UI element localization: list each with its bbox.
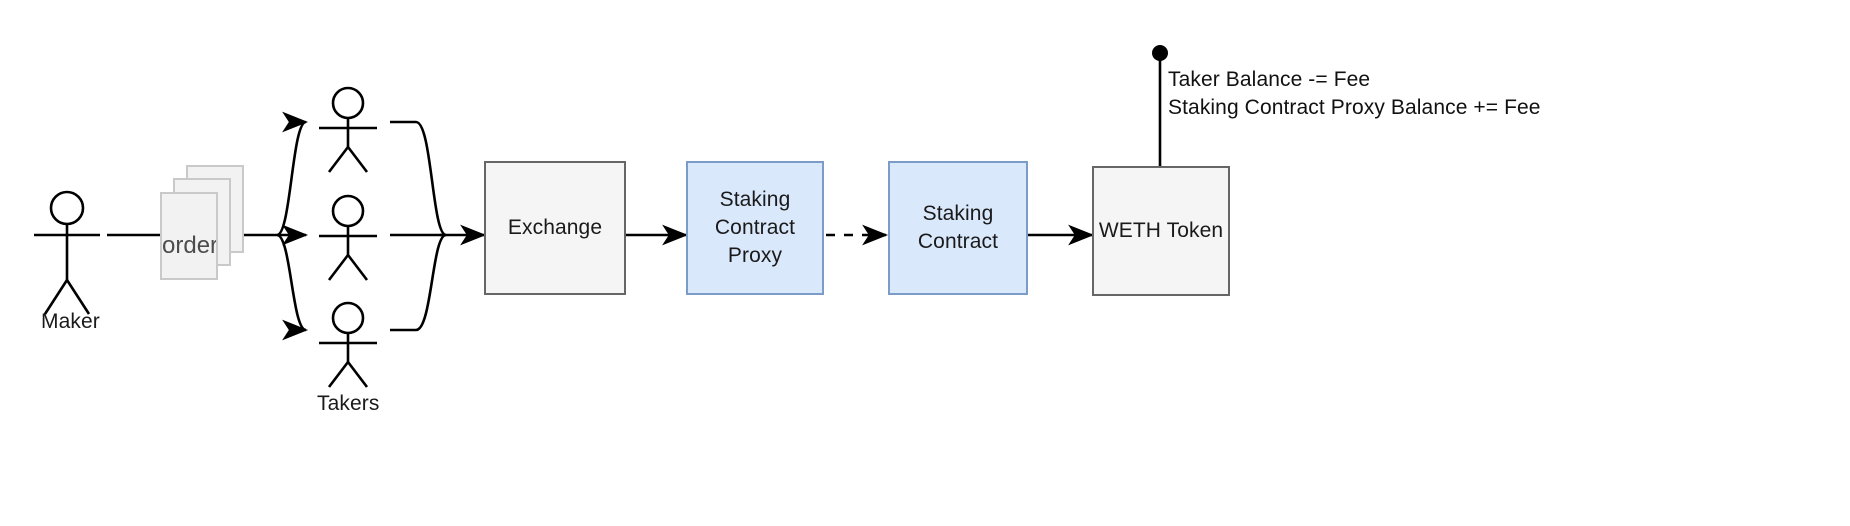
taker-top-actor[interactable] [315,85,381,177]
takers-label: Takers [317,392,380,415]
annotation-endpoint-dot-icon [1152,45,1168,61]
order-card-front: order [160,192,218,280]
edge-orders-to-taker-top [276,111,309,237]
taker-bottom-actor[interactable] [315,300,381,392]
node-weth-token-label: WETH Token [1098,219,1224,243]
node-staking-contract[interactable]: Staking Contract [888,161,1028,295]
edge-taker-bottom-to-exchange [390,233,447,332]
fee-annotation-text: Taker Balance -= Fee Staking Contract Pr… [1168,68,1541,120]
order-stack[interactable] [158,163,248,283]
order-card-front-label: order [162,232,218,259]
taker-middle-actor[interactable] [315,193,381,285]
maker-actor[interactable] [30,188,110,320]
edge-orders-to-taker-bottom [276,233,309,341]
node-staking-contract-proxy-label: Staking Contract Proxy [714,188,796,267]
node-staking-contract-label: Staking Contract [917,202,999,253]
node-weth-token[interactable]: WETH Token [1092,166,1230,296]
edge-taker-top-to-exchange [390,120,447,237]
node-exchange[interactable]: Exchange [484,161,626,295]
node-exchange-label: Exchange [507,216,603,240]
maker-label: Maker [41,310,100,333]
node-staking-contract-proxy[interactable]: Staking Contract Proxy [686,161,824,295]
